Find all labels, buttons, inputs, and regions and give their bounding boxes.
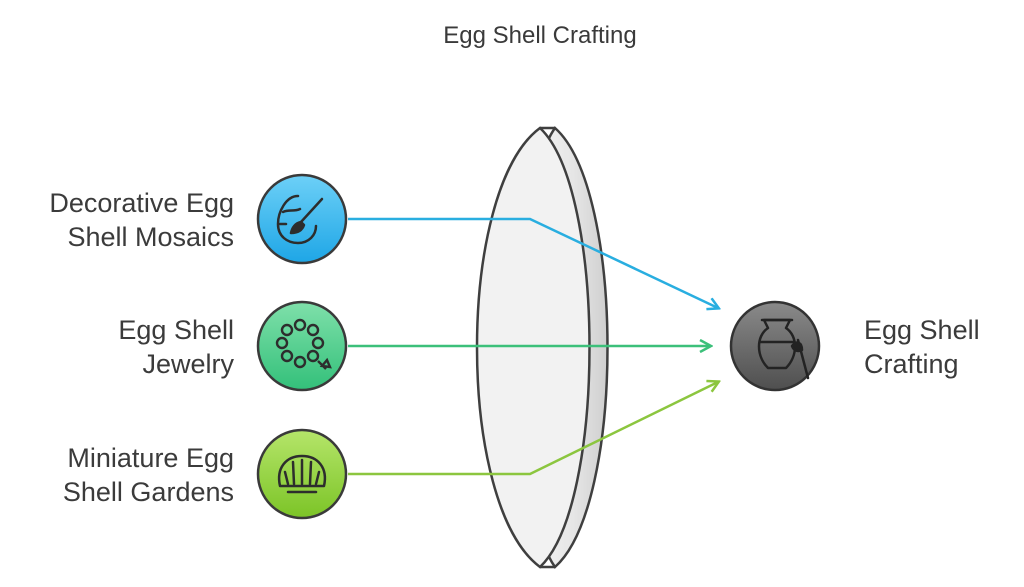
painted-egg-brush-icon <box>276 194 324 245</box>
label-line: Jewelry <box>142 349 234 379</box>
connector-gardens <box>348 382 718 476</box>
label-jewelry: Egg Shell Jewelry <box>118 313 234 381</box>
seashell-icon <box>277 454 327 494</box>
lens-shape <box>475 126 609 569</box>
label-line: Decorative Egg <box>49 188 234 218</box>
diagram-title: Egg Shell Crafting <box>443 22 637 49</box>
label-line: Shell Gardens <box>62 477 234 507</box>
label-decorative-mosaics: Decorative Egg Shell Mosaics <box>49 186 234 254</box>
label-line: Crafting <box>864 349 959 379</box>
bead-necklace-icon <box>275 318 332 370</box>
label-line: Shell Mosaics <box>67 222 234 252</box>
label-line: Egg Shell <box>864 315 980 345</box>
label-line: Egg Shell <box>118 315 234 345</box>
node-decorative-mosaics <box>256 173 348 265</box>
vase-brush-icon <box>757 318 810 380</box>
node-jewelry <box>256 300 348 392</box>
label-line: Miniature Egg <box>67 443 234 473</box>
label-output-crafting: Egg Shell Crafting <box>864 313 980 381</box>
label-gardens: Miniature Egg Shell Gardens <box>63 441 234 509</box>
node-output-crafting <box>729 300 821 392</box>
node-gardens <box>256 428 348 520</box>
connector-mosaics <box>348 217 718 308</box>
